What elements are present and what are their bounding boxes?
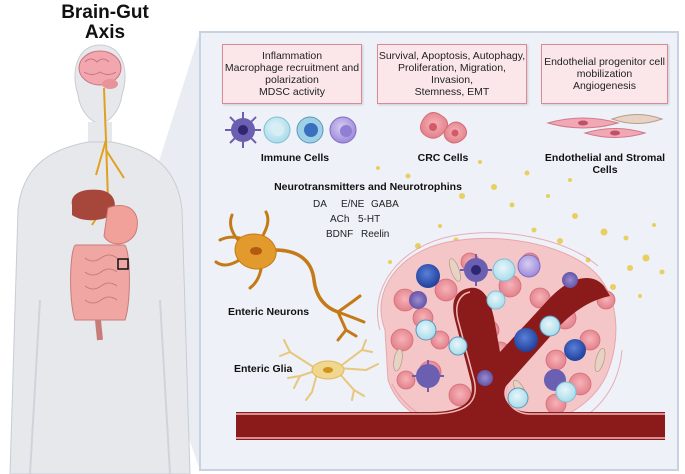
enteric-neurons-label: Enteric Neurons — [228, 306, 310, 318]
enteric-neuron-icon — [214, 210, 366, 342]
liver-icon — [71, 189, 115, 221]
enteric-glia-label: Enteric Glia — [234, 363, 293, 375]
crc-effect-line: Survival, Apoptosis, Autophagy, — [378, 50, 526, 62]
stomach-icon — [103, 205, 138, 245]
nt-ach: ACh — [330, 214, 350, 225]
intestine-icon — [70, 244, 130, 341]
nt-reelin: Reelin — [361, 229, 390, 240]
neurotransmitter-particles — [376, 160, 665, 313]
brain-icon — [78, 50, 122, 89]
endothelial-stromal-label: Endothelial and Stromal — [544, 152, 666, 164]
immune-effect-line: polarization — [265, 74, 319, 86]
tumor-immune-cells — [409, 254, 586, 409]
immune-effect-line: MDSC activity — [259, 86, 325, 98]
endothelial-effect-line: Endothelial progenitor cell — [544, 56, 665, 68]
crc-effect-line: Proliferation, Migration, Invasion, — [398, 62, 506, 86]
endothelial-stromal-cells-icon — [546, 114, 664, 138]
immune-cells-label: Immune Cells — [260, 152, 330, 164]
zoom-square — [117, 258, 129, 270]
endothelial-effect-line: Angiogenesis — [572, 80, 637, 92]
neurotransmitters-title: Neurotransmitters and Neurotrophins — [274, 181, 462, 193]
endothelial-effects-box: Endothelial progenitor cell mobilization… — [541, 44, 668, 104]
crc-cells-icon — [420, 112, 468, 144]
immune-cells-icon — [225, 112, 357, 148]
nt-bdnf: BDNF — [326, 229, 354, 240]
nt-da: DA — [313, 199, 327, 210]
nt-ene: E/NE — [341, 199, 365, 210]
nt-5ht: 5-HT — [358, 214, 381, 225]
enteric-glia-icon — [279, 339, 379, 401]
immune-effect-line: Inflammation — [261, 50, 323, 62]
immune-effect-line: Macrophage recruitment and — [224, 62, 360, 74]
crc-cells-label: CRC Cells — [417, 152, 469, 164]
crc-effects-box: Survival, Apoptosis, Autophagy, Prolifer… — [377, 44, 527, 104]
endothelial-stromal-label-line2: Cells — [592, 164, 618, 176]
immune-effects-box: Inflammation Macrophage recruitment and … — [222, 44, 362, 104]
nt-gaba: GABA — [371, 199, 399, 210]
endothelial-effect-line: mobilization — [576, 68, 633, 80]
crc-effect-line: Stemness, EMT — [414, 86, 490, 98]
page-title-line2: Axis — [84, 22, 126, 43]
page-title: Brain-Gut — [61, 2, 149, 23]
tumor-stromal-cells — [393, 258, 606, 401]
